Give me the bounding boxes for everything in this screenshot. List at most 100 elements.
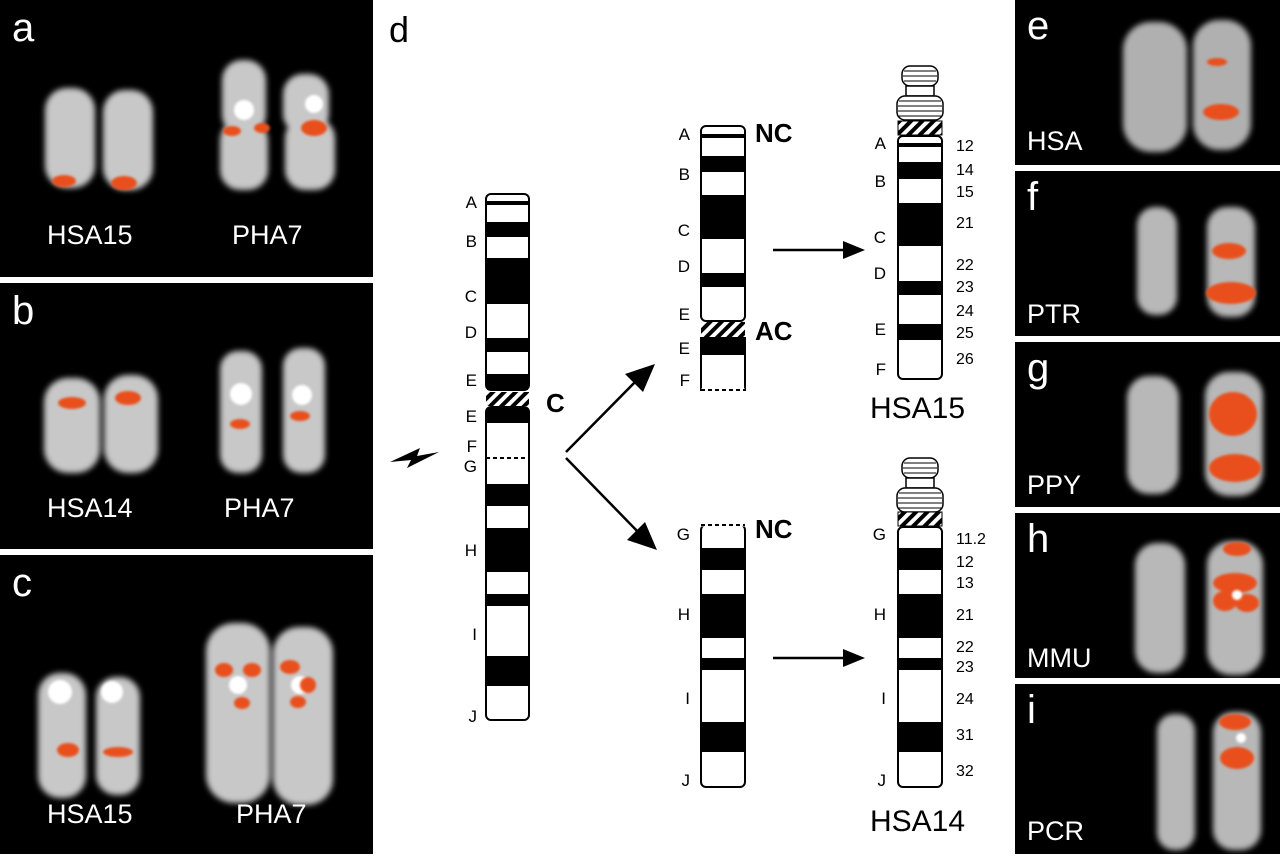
panel-b-image <box>44 348 325 473</box>
arrowhead <box>627 522 657 550</box>
band-letter: D <box>465 323 477 342</box>
hsa15-band-letters: A B C D E F <box>874 134 887 379</box>
band-number: 31 <box>956 727 974 744</box>
centromere <box>1236 733 1246 743</box>
band-letter: C <box>874 228 886 247</box>
chromosome <box>45 88 95 188</box>
panel-c: c HSA15 PHA7 <box>0 555 373 854</box>
band-letter: H <box>465 541 477 560</box>
panel-letter: h <box>1027 517 1050 561</box>
centromere <box>234 100 254 120</box>
chromosome <box>96 677 140 795</box>
signal-spot <box>1203 104 1239 120</box>
panel-f: f PTR <box>1015 171 1280 336</box>
chromosome <box>285 118 335 190</box>
arrowhead <box>843 649 865 667</box>
band-letter: E <box>679 305 690 324</box>
band-letter: J <box>878 771 887 790</box>
dark-band <box>702 156 744 172</box>
hsa14-chromosome <box>896 457 944 788</box>
band-letter: I <box>881 689 886 708</box>
chromosome <box>283 348 325 473</box>
signal-spot <box>223 126 241 136</box>
neocentromere-label: NC <box>755 118 793 148</box>
signal-spot <box>1207 58 1227 66</box>
band-number: 26 <box>956 351 974 368</box>
band-letter: G <box>464 457 477 476</box>
signal-spot <box>115 391 141 405</box>
species-label: HSA <box>1027 126 1083 156</box>
chromosome-label-right: PHA7 <box>236 799 307 829</box>
satellite-stalk <box>896 65 944 121</box>
band-letter: E <box>466 407 477 426</box>
panel-a: a HSA15 PHA7 <box>0 0 373 277</box>
band-number: 12 <box>956 138 974 155</box>
centromere <box>229 676 247 694</box>
signal-spot <box>1223 542 1251 556</box>
signal-spot <box>1213 591 1237 611</box>
band-letter: J <box>682 771 691 790</box>
dark-band <box>899 658 941 670</box>
chromosome <box>1157 714 1195 850</box>
signal-spot <box>301 120 327 136</box>
signal-spot <box>111 176 137 190</box>
lower-derivative-chromosome <box>700 523 746 788</box>
panel-letter: b <box>12 289 35 333</box>
dark-band <box>487 222 528 237</box>
band-letter: G <box>873 525 886 544</box>
band-number: 22 <box>956 639 974 656</box>
ideogram-diagram: d A B C D E E F G H I <box>389 9 986 838</box>
band-letter: G <box>677 525 690 544</box>
centromere-hatch <box>897 511 943 527</box>
band-number: 21 <box>956 215 974 232</box>
signal-spot <box>254 123 270 133</box>
species-label: PPY <box>1027 470 1082 500</box>
chromosome <box>103 90 153 190</box>
band-number: 14 <box>956 162 974 179</box>
dark-band <box>702 273 744 287</box>
upper-derivative-chromosome <box>700 125 746 392</box>
panel-letter: a <box>12 6 35 50</box>
dark-band <box>899 324 941 340</box>
hsa14-title: HSA14 <box>870 805 965 838</box>
species-label: PCR <box>1027 816 1085 846</box>
signal-spot <box>1220 747 1254 769</box>
band-number: 12 <box>956 554 974 571</box>
lightning-bolt-icon <box>390 448 439 468</box>
hsa14-band-numbers: 11.2 12 13 21 22 23 24 31 32 <box>956 531 986 780</box>
panel-letter: i <box>1027 688 1036 732</box>
dark-band <box>487 338 528 352</box>
panel-letter: e <box>1027 4 1050 48</box>
band-letter: J <box>469 707 478 726</box>
dark-band <box>487 374 528 390</box>
signal-spot <box>1209 392 1257 436</box>
panel-letter: c <box>12 561 32 605</box>
panel-d-diagram: d A B C D E E F G H I <box>373 0 1015 854</box>
signal-spot <box>300 677 316 693</box>
signal-spot <box>1209 454 1261 482</box>
dark-band <box>899 203 941 246</box>
chromosome <box>1137 207 1177 315</box>
arrows <box>565 248 847 660</box>
band-letter: B <box>875 172 886 191</box>
chromosome-label-right: PHA7 <box>224 493 295 523</box>
dark-band <box>487 528 528 572</box>
signal-spot <box>243 663 261 677</box>
band-letter: F <box>876 360 886 379</box>
panel-e: e HSA <box>1015 0 1280 165</box>
dark-band <box>899 722 941 752</box>
dark-band <box>702 594 744 638</box>
centromere-hatch <box>701 322 745 337</box>
panel-h: h MMU <box>1015 513 1280 678</box>
signal-spot <box>1206 282 1256 304</box>
satellite-lines <box>898 70 942 117</box>
centromere <box>292 385 312 405</box>
upper-derivative-band-letters: A B C D E E F <box>678 125 691 390</box>
chromosome <box>206 623 270 803</box>
panel-f-image <box>1137 207 1256 317</box>
signal-spot <box>230 419 250 429</box>
chromosome <box>1123 22 1187 152</box>
band-letter: E <box>466 371 477 390</box>
panel-g: g PPY <box>1015 342 1280 507</box>
centromere <box>305 95 323 113</box>
